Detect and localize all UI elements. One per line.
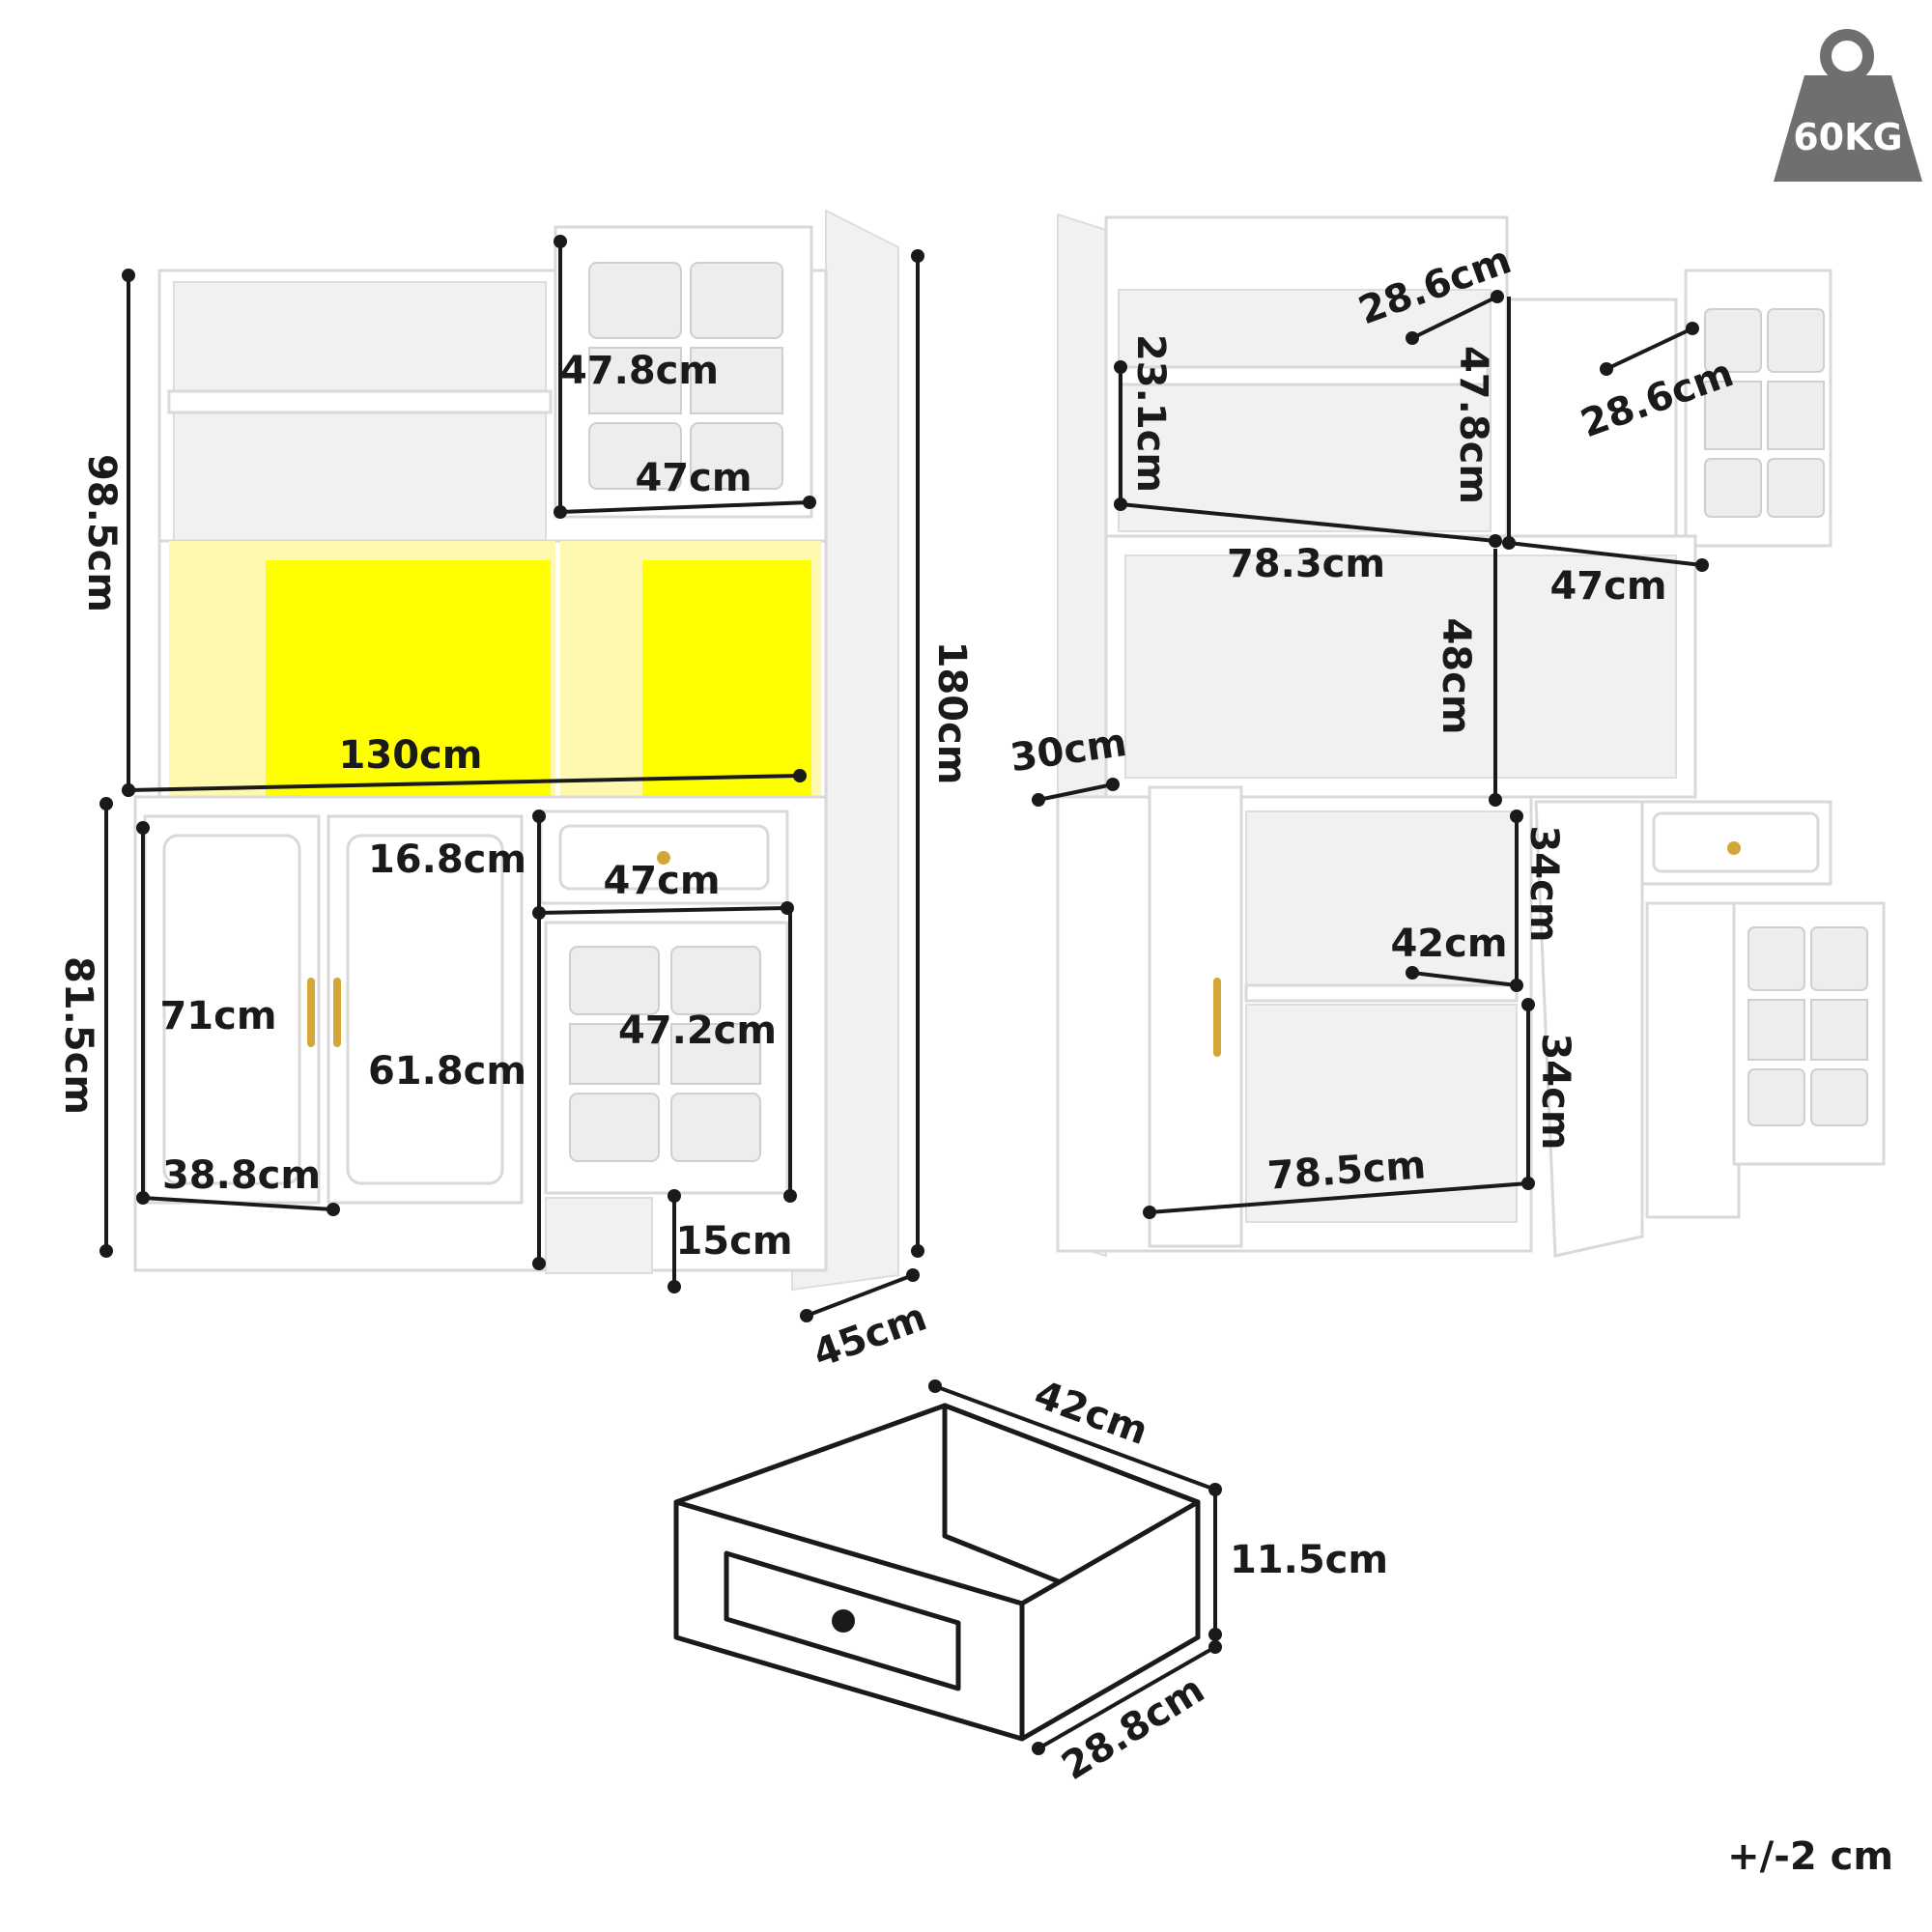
front-dimensions: 180cm 98.5cm 81.5cm 130cm 45cm 47.8cm 47… [56, 235, 974, 1377]
front-top-door-width: 47cm [635, 456, 752, 500]
weight-badge: 60KG [1774, 29, 1922, 182]
side-lower-shelf-depth: 42cm [1390, 922, 1507, 966]
drawer-detail [673, 1403, 1201, 1742]
front-leg-height: 15cm [675, 1219, 792, 1264]
drawer-knob [657, 851, 670, 865]
front-glass-door-height: 47.2cm [618, 1009, 777, 1053]
front-lower-height: 81.5cm [56, 956, 100, 1115]
front-drawer-width: 47cm [603, 859, 720, 903]
weight-label: 60KG [1793, 116, 1903, 158]
side-upper-right-width: 47cm [1549, 564, 1666, 609]
front-drawer-height: 16.8cm [368, 838, 526, 882]
drawer-length: 42cm [1029, 1372, 1153, 1454]
side-right-open-door [1534, 800, 1644, 1258]
gold-handle-2 [333, 978, 341, 1047]
weight-icon [1774, 29, 1922, 182]
led-glow-right-core [642, 560, 811, 797]
front-right-door-height: 61.8cm [368, 1049, 526, 1094]
side-upper-width: 78.3cm [1227, 542, 1385, 586]
tolerance-note: +/-2 cm [1727, 1834, 1893, 1879]
side-left-door [1148, 785, 1243, 1248]
side-upper-shelf-gap: 23.1cm [1128, 334, 1173, 493]
front-total-height: 180cm [929, 641, 974, 785]
drawer-detail-knob [832, 1609, 855, 1633]
led-glow-left-core [266, 560, 551, 797]
front-total-width: 130cm [339, 733, 483, 778]
drawer-height: 11.5cm [1230, 1538, 1388, 1582]
front-left-door-width: 38.8cm [162, 1153, 321, 1198]
side-lower-shelf-height-top: 34cm [1521, 825, 1566, 942]
side-middle-height: 48cm [1434, 617, 1478, 734]
side-drawer-knob [1727, 841, 1741, 855]
front-upper-height: 98.5cm [79, 454, 124, 612]
side-upper-compartment-height: 47.8cm [1451, 346, 1495, 504]
side-view [1056, 213, 1886, 1258]
front-top-door-height: 47.8cm [560, 349, 719, 393]
side-gold-handle [1213, 978, 1221, 1057]
side-lower-width: 78.5cm [1266, 1143, 1428, 1198]
side-lower-shelf-height-bottom: 34cm [1533, 1033, 1577, 1150]
front-view [133, 209, 899, 1292]
gold-handle-1 [307, 978, 315, 1047]
front-left-door-height: 71cm [159, 994, 276, 1038]
